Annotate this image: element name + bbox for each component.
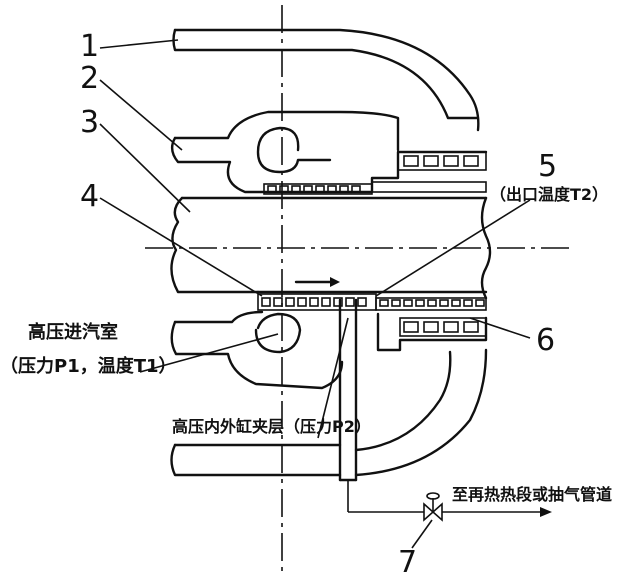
leader-lines: [99, 39, 531, 549]
upper-seal-teeth: [263, 151, 487, 195]
seal-tooth: [321, 297, 331, 307]
callout-6: 6: [536, 323, 555, 358]
seal-tooth: [291, 185, 301, 193]
seal-tooth: [345, 297, 355, 307]
seal-tooth: [379, 299, 389, 307]
seal-tooth: [315, 185, 325, 193]
seal-tooth: [475, 299, 485, 307]
seal-teeth-row-d: [379, 299, 485, 307]
seal-tooth: [285, 297, 295, 307]
seal-tooth: [463, 321, 479, 333]
seal-tooth: [351, 185, 361, 193]
seal-tooth: [439, 299, 449, 307]
seal-tooth: [273, 297, 283, 307]
seal-tooth: [463, 155, 479, 167]
seal-tooth: [261, 297, 271, 307]
seal-tooth: [403, 155, 419, 167]
seal-tooth: [339, 185, 349, 193]
seal-tooth: [267, 185, 277, 193]
hp-chamber-params-label: （压力P1，温度T1）: [0, 355, 177, 377]
interlayer-label: 高压内外缸夹层（压力P2）: [172, 417, 371, 436]
seal-tooth: [451, 299, 461, 307]
seal-teeth-row-b: [403, 155, 479, 167]
seal-tooth: [443, 321, 459, 333]
inner-casing-lower: [170, 310, 488, 390]
hp-chamber-label: 高压进汽室: [28, 321, 118, 343]
seal-tooth: [423, 321, 439, 333]
seal-tooth: [327, 185, 337, 193]
seal-tooth: [423, 155, 439, 167]
flow-arrow: [294, 277, 340, 287]
seal-tooth: [403, 321, 419, 333]
callout-7: 7: [398, 545, 417, 580]
seal-tooth: [443, 155, 459, 167]
outlet-temp-label: （出口温度T2）: [490, 185, 608, 204]
seal-tooth: [279, 185, 289, 193]
seal-teeth-row-c: [261, 297, 367, 307]
callout-4: 4: [80, 179, 99, 214]
extraction-destination-label: 至再热热段或抽气管道: [452, 485, 612, 504]
seal-teeth-row-e: [403, 321, 479, 333]
seal-tooth: [309, 297, 319, 307]
seal-tooth: [357, 297, 367, 307]
seal-tooth: [333, 297, 343, 307]
valve: [423, 492, 443, 522]
seal-tooth: [403, 299, 413, 307]
seal-tooth: [415, 299, 425, 307]
outer-casing-lower: [170, 348, 488, 477]
callout-1: 1: [80, 29, 99, 64]
outer-casing-top: [172, 28, 480, 132]
seal-tooth: [427, 299, 437, 307]
seal-tooth: [303, 185, 313, 193]
seal-tooth: [297, 297, 307, 307]
callout-2: 2: [80, 61, 99, 96]
seal-tooth: [463, 299, 473, 307]
rotor: [170, 196, 492, 300]
seal-teeth-row-a: [267, 185, 361, 193]
callout-5: 5: [538, 149, 557, 184]
extraction-tube: [338, 298, 552, 517]
seal-tooth: [391, 299, 401, 307]
lower-seal-ring: [257, 293, 487, 311]
callout-3: 3: [80, 105, 99, 140]
